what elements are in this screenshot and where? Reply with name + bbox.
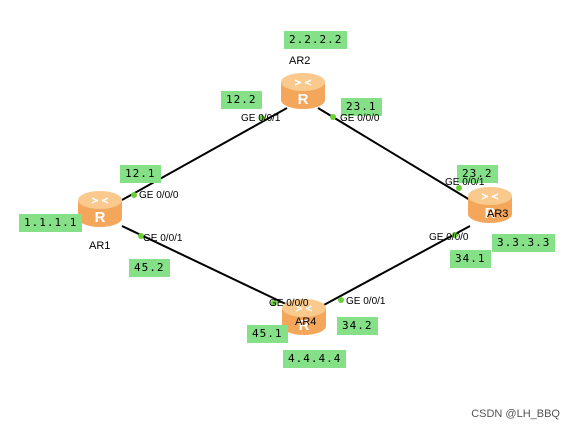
ip-label-ar3-23: 23.2 [457, 165, 498, 183]
port-label-ar1-ge000: GE 0/0/0 [139, 190, 179, 201]
router-name-ar4: AR4 [295, 316, 317, 328]
port-dot-ar2-ge001 [259, 115, 265, 121]
ip-label-ar2-23: 23.1 [341, 98, 382, 116]
loopback-label-ar4: 4.4.4.4 [283, 350, 347, 368]
ip-label-ar2-12: 12.2 [221, 91, 262, 109]
link-ar3-ar4[interactable] [321, 225, 471, 307]
link-ar2-ar3[interactable] [317, 107, 471, 201]
port-dot-ar2-ge000 [330, 114, 336, 120]
port-label-ar4-ge000: GE 0/0/0 [269, 298, 309, 309]
port-dot-ar4-ge000 [271, 300, 277, 306]
watermark: CSDN @LH_BBQ [471, 408, 560, 420]
loopback-label-ar3: 3.3.3.3 [492, 234, 556, 252]
port-label-ar3-ge001: GE 0/0/1 [445, 177, 485, 188]
port-dot-ar4-ge001 [338, 297, 344, 303]
port-dot-ar1-ge001 [138, 233, 144, 239]
port-dot-ar3-ge000 [452, 232, 458, 238]
router-name-ar3: AR3 [487, 208, 509, 220]
port-label-ar4-ge001: GE 0/0/1 [346, 296, 386, 307]
ip-label-ar4-45: 45.1 [247, 325, 288, 343]
router-icon-ar1[interactable] [77, 190, 123, 228]
port-label-ar3-ge000: GE 0/0/0 [429, 232, 469, 243]
router-icon-ar2[interactable] [280, 72, 326, 110]
loopback-label-ar2: 2.2.2.2 [284, 31, 348, 49]
port-label-ar2-ge000: GE 0/0/0 [340, 113, 380, 124]
ip-label-ar3-34: 34.1 [450, 250, 491, 268]
link-ar1-ar2[interactable] [121, 107, 288, 201]
loopback-label-ar1: 1.1.1.1 [19, 214, 83, 232]
port-dot-ar3-ge001 [456, 185, 462, 191]
link-ar1-ar4[interactable] [121, 225, 291, 307]
router-name-ar1: AR1 [89, 240, 111, 252]
ip-label-ar1-12: 12.1 [120, 165, 161, 183]
ip-label-ar1-45: 45.2 [129, 259, 170, 277]
port-label-ar1-ge001: GE 0/0/1 [143, 233, 183, 244]
ip-label-ar4-34: 34.2 [337, 317, 378, 335]
port-dot-ar1-ge000 [131, 192, 137, 198]
router-name-ar2: AR2 [289, 55, 311, 67]
port-label-ar2-ge001: GE 0/0/1 [241, 113, 281, 124]
